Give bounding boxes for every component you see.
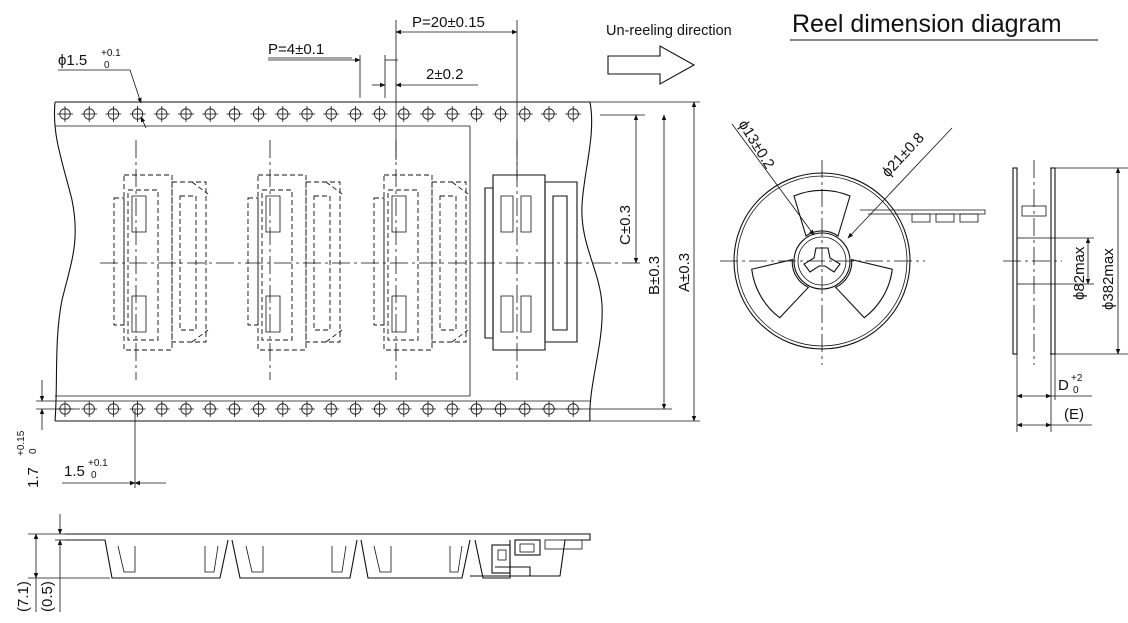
sprocket-hole [299, 401, 315, 417]
sprocket-hole [371, 401, 388, 417]
carrier-tape-side-view: (7.1) (0.5) [15, 514, 591, 612]
sprocket-hole [516, 106, 533, 122]
edge-tolerance-upper: +0.15 [16, 430, 27, 456]
sprocket-hole [444, 106, 461, 122]
sprocket-hole [274, 106, 291, 122]
sprocket-hole [395, 401, 412, 417]
sprocket-hole [105, 401, 122, 417]
hole-offset2-tolerance-upper: +0.1 [88, 458, 108, 469]
component-pockets [113, 140, 578, 380]
sprocket-hole [323, 401, 340, 417]
title-block: Reel dimension diagram [790, 10, 1098, 41]
sprocket-hole [347, 106, 364, 122]
width-e-label: (E) [1064, 406, 1084, 423]
hub-outer-diameter-label: ϕ82max [1071, 246, 1088, 300]
reel-outer-diameter-label: ϕ382max [1100, 248, 1117, 310]
sprocket-hole [347, 401, 364, 417]
hole-offset2-label: 1.5 [64, 463, 85, 480]
sprocket-hole [129, 401, 146, 417]
sprocket-hole [541, 106, 557, 122]
sprocket-hole [202, 106, 219, 122]
connector-outline-dashed [113, 140, 209, 380]
sprocket-hole [129, 106, 146, 122]
hole-diameter-tolerance-upper: +0.1 [101, 48, 121, 59]
sprocket-hole [371, 106, 388, 122]
diagram-title: Reel dimension diagram [792, 10, 1062, 38]
dim-c-label: C±0.3 [617, 205, 634, 245]
sprocket-hole [250, 106, 267, 122]
edge-tolerance-lower: 0 [28, 448, 39, 454]
sprocket-hole [274, 401, 291, 417]
sprocket-hole [57, 106, 73, 122]
sprocket-hole [105, 106, 122, 122]
reel-side-view: ϕ382max ϕ82max D +2 0 (E) [1003, 160, 1128, 432]
connector-outline-dashed [247, 140, 343, 380]
reel-front-view: ϕ13±0.2 ϕ21±0.8 [720, 117, 986, 365]
pitch-main-label: P=20±0.15 [412, 14, 485, 31]
thickness-label: (0.5) [39, 581, 56, 612]
dim-b-label: B±0.3 [646, 256, 663, 295]
width-d-tolerance-lower: 0 [1073, 385, 1079, 396]
sprocket-hole [565, 106, 582, 122]
width-d-tolerance-upper: +2 [1071, 373, 1083, 384]
width-d-label: D [1058, 377, 1069, 394]
depth-total-label: (7.1) [15, 581, 32, 612]
connector-outline-solid [484, 140, 578, 380]
hole-diameter-tolerance-lower: 0 [104, 60, 110, 71]
width-dimensions: C±0.3 B±0.3 A±0.3 [470, 101, 700, 422]
pitch-hole-label: P=4±0.1 [268, 41, 324, 58]
sprocket-hole [178, 401, 194, 417]
hole-offset2-tolerance-lower: 0 [91, 470, 97, 481]
sprocket-hole [153, 401, 170, 417]
sprocket-hole [153, 106, 170, 122]
sprocket-hole [81, 401, 98, 417]
spindle-diameter-label: ϕ21±0.8 [878, 130, 927, 181]
sprocket-hole [323, 106, 340, 122]
dim-a-label: A±0.3 [676, 253, 693, 292]
sprocket-holes-top-row [57, 106, 582, 122]
sprocket-hole [202, 401, 219, 417]
sprocket-hole [395, 106, 412, 122]
sprocket-hole [178, 106, 194, 122]
hole-diameter-label: ϕ1.5 [58, 52, 87, 69]
tape-break-left [53, 101, 76, 422]
tape-break-right [581, 101, 603, 422]
sprocket-hole [420, 106, 436, 122]
sprocket-hole [250, 401, 267, 417]
sprocket-hole [468, 106, 485, 122]
unreel-direction-arrow-icon [607, 45, 696, 85]
connector-outline-dashed [373, 140, 469, 380]
edge-dimensions: 1.7 +0.15 0 1.5 +0.1 0 [16, 380, 166, 488]
hole-offset-label: 2±0.2 [426, 66, 463, 83]
sprocket-hole [226, 106, 243, 122]
carrier-tape-top-view [53, 101, 640, 422]
edge-distance-label: 1.7 [25, 467, 42, 488]
hub-diameter-label: ϕ13±0.2 [735, 117, 778, 172]
sprocket-hole [492, 106, 509, 122]
sprocket-hole [226, 401, 243, 417]
sprocket-hole [81, 106, 98, 122]
unreel-direction-label: Un-reeling direction [606, 23, 732, 39]
sprocket-hole [299, 106, 315, 122]
pitch-dimensions: P=20±0.15 P=4±0.1 2±0.2 ϕ1.5 +0.1 0 [58, 14, 518, 180]
sprocket-hole [444, 401, 461, 417]
sprocket-hole [420, 401, 436, 417]
